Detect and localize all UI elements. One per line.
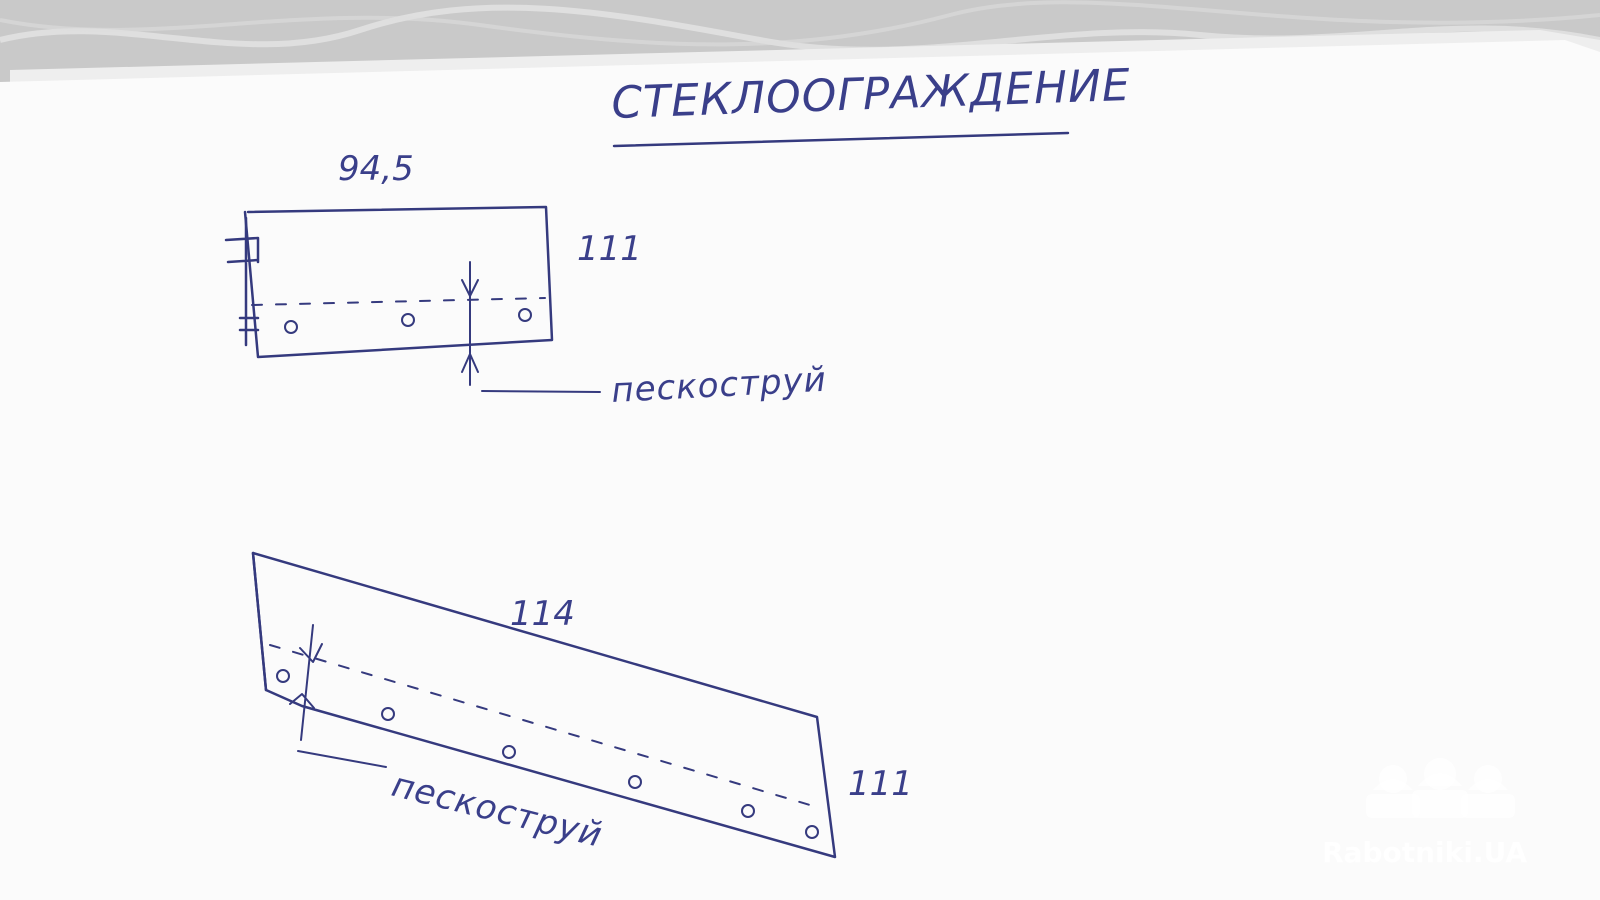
mounting-hole [741, 804, 755, 818]
mounting-hole [502, 745, 516, 759]
panel-bottom-drawing [251, 551, 837, 859]
panel-top-height-label: 111 [577, 229, 642, 269]
panel-bottom-left-edge [251, 551, 268, 692]
tablecloth-pattern [0, 0, 1600, 47]
panel-top-left-mount [224, 216, 260, 347]
panel-top-width-label: 94,5 [338, 149, 414, 189]
paper-sheet [0, 40, 1600, 900]
watermark-text: Rabotniki.UA [1322, 836, 1527, 869]
mounting-hole [518, 308, 532, 322]
panel-bottom-height-label: 111 [848, 764, 913, 804]
mounting-hole [381, 707, 395, 721]
panel-bottom-dimension-line [289, 624, 323, 741]
title-underline [612, 131, 1070, 148]
panel-bottom-leader-line [297, 750, 387, 768]
panel-top-leader-line [481, 390, 601, 393]
panel-bottom-length-label: 114 [510, 594, 575, 634]
panel-top-outline [243, 205, 554, 359]
mounting-hole [401, 313, 415, 327]
mounting-hole [284, 320, 298, 334]
watermark-logo-icon [1366, 758, 1515, 818]
mounting-hole [628, 775, 642, 789]
panel-top-left-mount-lower [238, 316, 260, 332]
panel-bottom-sandblast-line [269, 644, 821, 809]
mounting-hole [276, 669, 290, 683]
panel-top-sandblast-line [251, 297, 546, 306]
panel-top-drawing [224, 205, 601, 393]
panel-top-dimension-line [461, 261, 479, 386]
mounting-hole [805, 825, 819, 839]
